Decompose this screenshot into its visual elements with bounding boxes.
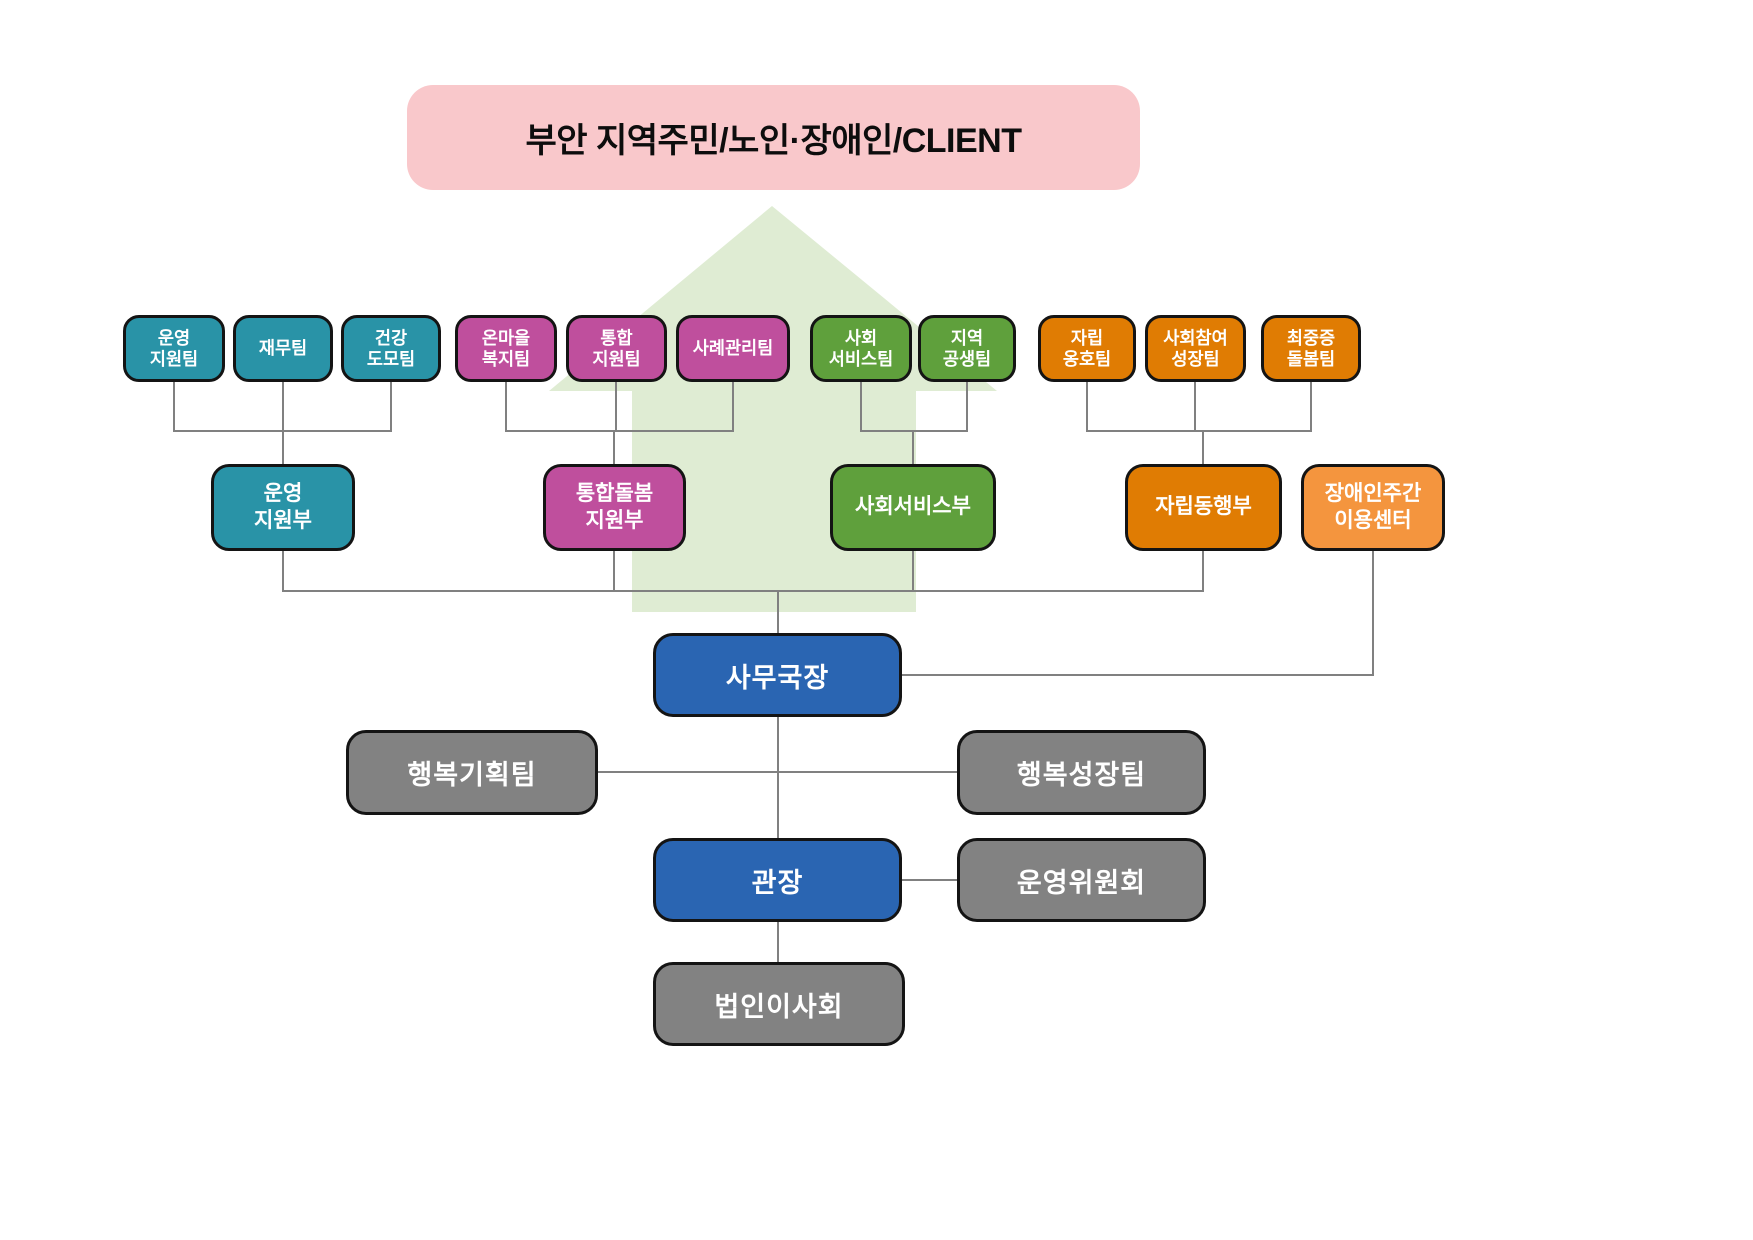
dept-integrated-care: 통합돌봄 지원부 — [543, 464, 686, 551]
team-social-service: 사회 서비스팀 — [810, 315, 912, 382]
team-health-promotion: 건강 도모팀 — [341, 315, 441, 382]
dept-social-service: 사회서비스부 — [830, 464, 996, 551]
board-of-directors-box: 법인이사회 — [653, 962, 905, 1046]
dept-disabled-day-center: 장애인주간 이용센터 — [1301, 464, 1445, 551]
team-village-welfare: 온마을 복지팀 — [455, 315, 557, 382]
dept-ops-support: 운영 지원부 — [211, 464, 355, 551]
team-independence-advocacy: 자립 옹호팀 — [1038, 315, 1136, 382]
happiness-planning-team-box: 행복기획팀 — [346, 730, 598, 815]
secretary-general-box: 사무국장 — [653, 633, 902, 717]
up-arrow-shape — [549, 206, 997, 612]
team-finance: 재무팀 — [233, 315, 333, 382]
team-ops-support: 운영 지원팀 — [123, 315, 225, 382]
happiness-growth-team-box: 행복성장팀 — [957, 730, 1206, 815]
director-box: 관장 — [653, 838, 902, 922]
team-severe-care: 최중증 돌봄팀 — [1261, 315, 1361, 382]
team-social-participation-growth: 사회참여 성장팀 — [1145, 315, 1246, 382]
team-integrated-support: 통합 지원팀 — [566, 315, 667, 382]
team-case-management: 사례관리팀 — [676, 315, 790, 382]
client-banner: 부안 지역주민/노인·장애인/CLIENT — [407, 85, 1140, 190]
team-community-coexist: 지역 공생팀 — [918, 315, 1016, 382]
steering-committee-box: 운영위원회 — [957, 838, 1206, 922]
dept-independence: 자립동행부 — [1125, 464, 1282, 551]
